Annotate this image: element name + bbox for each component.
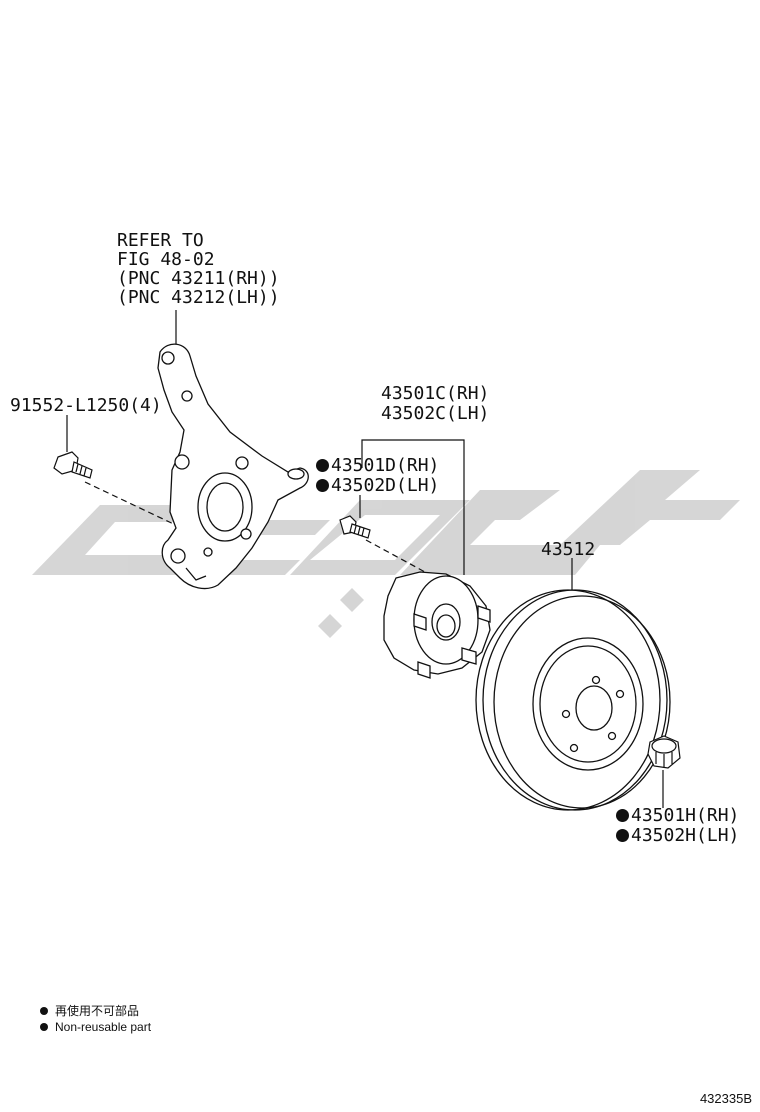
steering-knuckle [157, 343, 309, 590]
disc-part-number: 43512 [541, 539, 596, 560]
refer-line-4: (PNC 43212(LH)) [117, 287, 280, 308]
legend-cn: 再使用不可部品 [40, 1003, 139, 1019]
nut-part-rh: 43501H(RH) [616, 806, 739, 826]
hub-bolt-rh-text: 43501D(RH) [331, 455, 440, 476]
nut-part-rh-text: 43501H(RH) [631, 805, 740, 826]
nut-part-lh: 43502H(LH) [616, 826, 739, 846]
hub-part-rh: 43501C(RH) [381, 383, 490, 404]
refer-line-3: (PNC 43211(RH)) [117, 268, 280, 289]
hub-bolt-lh-text: 43502D(LH) [331, 475, 440, 496]
hub-part-lh: 43502C(LH) [381, 403, 490, 424]
figure-id: 432335B [699, 1091, 752, 1106]
non-reusable-dot-icon [616, 809, 629, 822]
bolt-part-number: 91552-L1250(4) [10, 395, 162, 416]
non-reusable-dot-icon [616, 829, 629, 842]
refer-line-2: FIG 48-02 [117, 249, 215, 270]
legend-dot-icon [40, 1023, 48, 1031]
legend-cn-text: 再使用不可部品 [55, 1004, 140, 1018]
non-reusable-dot-icon [316, 459, 329, 472]
nut-part-lh-text: 43502H(LH) [631, 825, 740, 846]
legend-dot-icon [40, 1007, 48, 1015]
non-reusable-dot-icon [316, 479, 329, 492]
brake-disc [475, 589, 671, 811]
hub-bolt-lh: 43502D(LH) [316, 476, 439, 496]
leader-lines [66, 310, 664, 808]
dash-hubbolt-hub [365, 539, 426, 573]
hub-nut [647, 735, 681, 769]
dash-bolt-knuckle [84, 481, 183, 529]
hub-assembly [383, 571, 491, 679]
leader-hub-bracket [361, 439, 465, 575]
legend-en-text: Non-reusable part [55, 1020, 152, 1034]
legend-en: Non-reusable part [40, 1019, 151, 1035]
refer-line-1: REFER TO [117, 230, 204, 251]
hub-bolt-rh: 43501D(RH) [316, 456, 439, 476]
knuckle-bolt [53, 451, 93, 479]
hub-bolt [339, 515, 371, 539]
